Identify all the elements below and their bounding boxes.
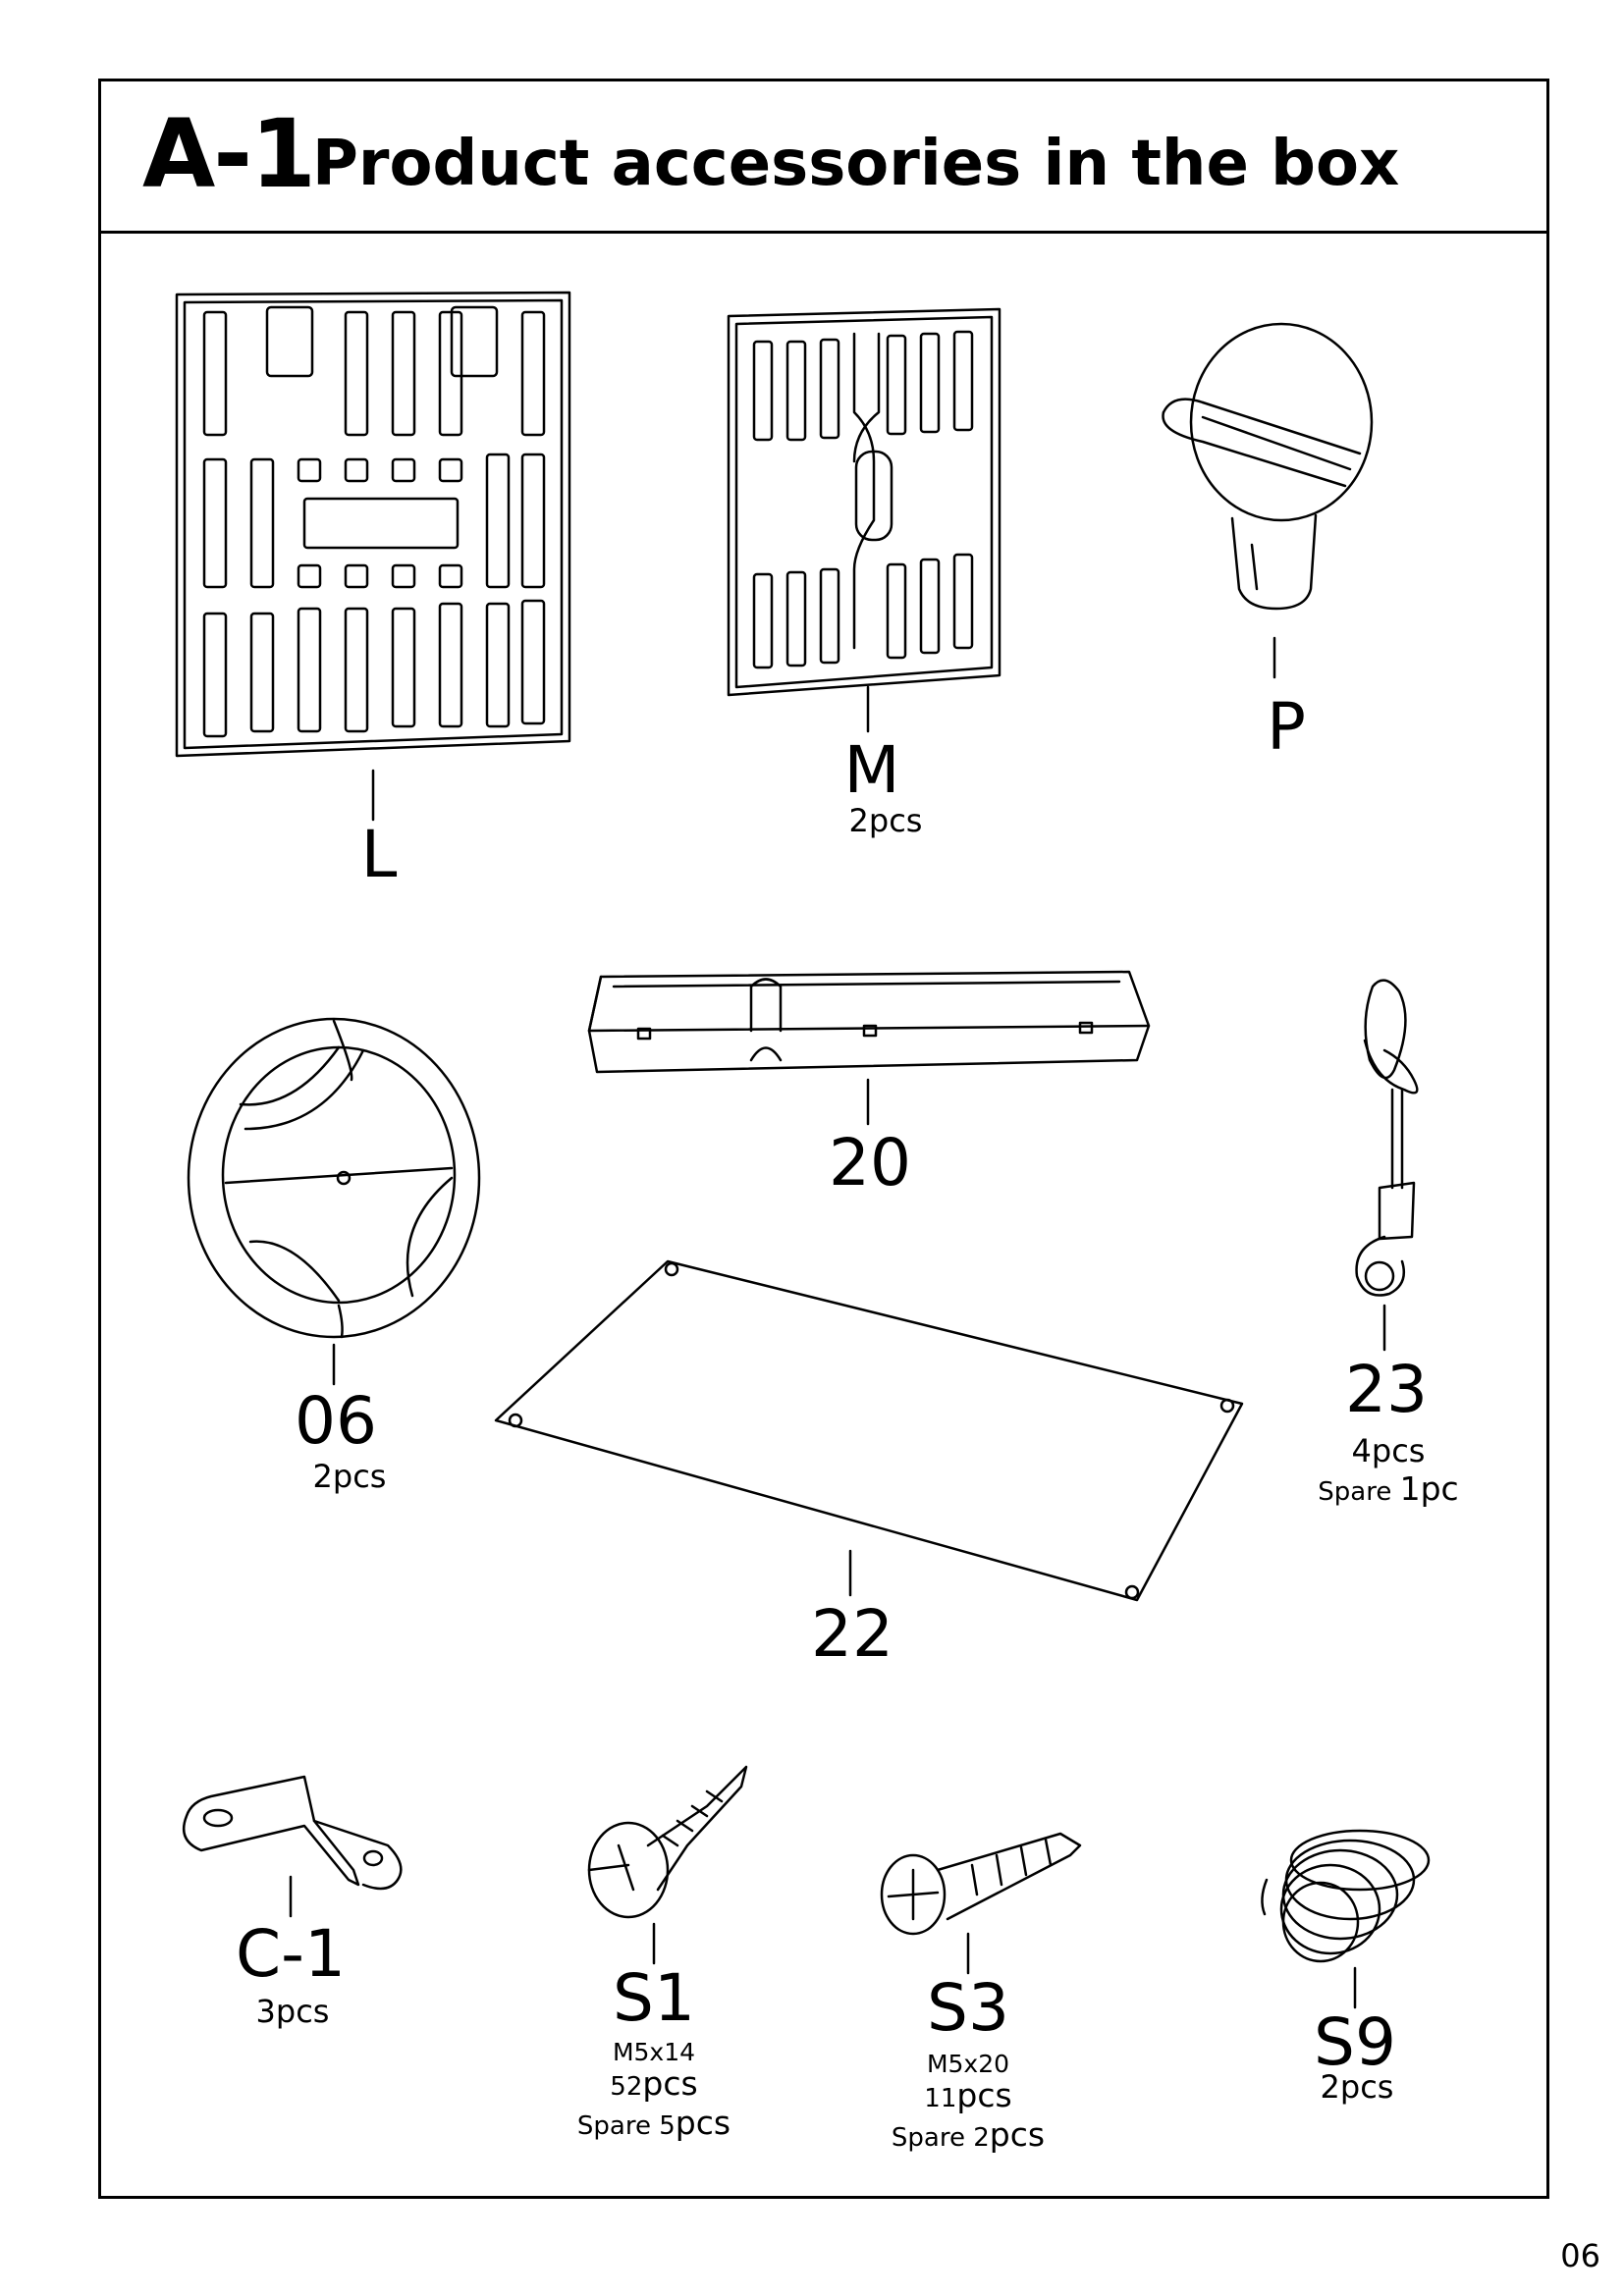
part-s3-qty-num: 11 <box>924 2084 957 2113</box>
part-20-drawing <box>587 970 1151 1126</box>
part-m-qty: 2pcs <box>848 802 923 839</box>
part-p-label: P <box>1267 689 1306 765</box>
part-s1-spec: M5x14 <box>612 2038 696 2066</box>
part-s1-drawing <box>587 1765 748 1965</box>
part-s3-label: S3 <box>927 1970 1009 2046</box>
panel-m-drawing <box>727 307 1001 733</box>
panel-l-drawing <box>175 291 571 822</box>
title-bar: A-1 Product accessories in the box <box>101 81 1546 234</box>
part-s9-label: S9 <box>1314 2004 1396 2080</box>
part-22-label: 22 <box>811 1596 893 1672</box>
part-23-label: 23 <box>1345 1352 1428 1427</box>
part-06-qty: 2pcs <box>312 1458 387 1495</box>
part-m-label: M <box>843 732 900 808</box>
part-p-drawing <box>1162 322 1374 679</box>
part-s1-qty: 52pcs <box>610 2067 697 2100</box>
part-s3-spec: M5x20 <box>926 2050 1010 2078</box>
part-s3-spare-prefix: Spare 2 <box>891 2123 990 2153</box>
part-s3-qty-unit: pcs <box>956 2076 1012 2114</box>
part-s3-drawing <box>880 1832 1082 1975</box>
part-c1-label: C-1 <box>236 1916 346 1992</box>
part-s9-drawing <box>1261 1829 1431 2009</box>
part-s3-spare: Spare 2pcs <box>892 2118 1045 2151</box>
part-s1-qty-num: 52 <box>610 2072 643 2102</box>
part-s3-qty: 11pcs <box>924 2079 1011 2111</box>
part-23-spare: Spare 1pc <box>1318 1472 1458 1505</box>
part-20-label: 20 <box>829 1125 911 1201</box>
part-c1-qty: 3pcs <box>255 1993 330 2030</box>
part-23-drawing <box>1355 979 1419 1352</box>
content-frame: A-1 Product accessories in the box <box>98 79 1549 2199</box>
part-06-drawing <box>187 1017 481 1386</box>
part-c1-drawing <box>182 1775 403 1918</box>
part-s9-qty: 2pcs <box>1320 2068 1394 2106</box>
part-s3-spare-unit: pcs <box>989 2115 1046 2154</box>
section-title: Product accessories in the box <box>312 128 1400 200</box>
part-s1-spare-prefix: Spare 5 <box>576 2111 676 2141</box>
part-06-label: 06 <box>295 1383 377 1459</box>
section-code: A-1 <box>142 99 316 209</box>
part-23-spare-qty: 1pc <box>1399 1469 1459 1508</box>
part-23-spare-prefix: Spare <box>1318 1477 1400 1507</box>
part-s1-label: S1 <box>613 1960 695 2036</box>
part-s1-spare-unit: pcs <box>675 2104 731 2142</box>
part-s1-qty-unit: pcs <box>642 2064 698 2103</box>
part-22-drawing <box>494 1259 1244 1602</box>
part-l-label: L <box>360 817 398 892</box>
part-23-qty: 4pcs <box>1351 1432 1426 1469</box>
page-number: 06 <box>1560 2237 1600 2274</box>
part-s1-spare: Spare 5pcs <box>577 2107 731 2139</box>
